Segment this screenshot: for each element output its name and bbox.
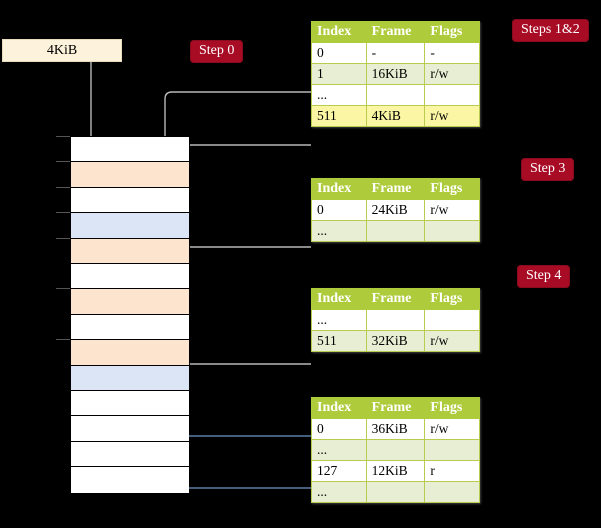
memory-frame-row	[71, 213, 189, 239]
cell-index: 127	[311, 460, 367, 482]
cell-frame: 4KiB	[365, 105, 426, 127]
cell-index: 511	[311, 105, 367, 127]
memory-frame-tick	[56, 136, 70, 137]
cell-frame	[365, 309, 426, 331]
cell-flags: r	[424, 460, 480, 482]
cell-index: 511	[311, 330, 367, 352]
memory-frame-tick	[56, 212, 70, 214]
cell-frame	[365, 220, 426, 242]
memory-frame-row	[71, 441, 189, 468]
cell-index: 0	[311, 199, 367, 221]
table-row: 0--	[311, 42, 480, 64]
cell-flags: r/w	[424, 330, 480, 352]
memory-frame-row	[71, 391, 189, 417]
cell-index: ...	[311, 309, 367, 331]
cell-frame	[365, 481, 426, 503]
cell-flags	[424, 309, 480, 331]
memory-frame-row	[71, 467, 189, 493]
column-header-flags: Flags	[424, 21, 480, 43]
cell-flags: -	[424, 42, 480, 64]
badge-steps-1-2: Steps 1&2	[512, 19, 589, 42]
cell-frame: 16KiB	[365, 63, 426, 85]
connector-mem-to-l3-table	[179, 246, 311, 304]
cell-frame: -	[365, 42, 426, 64]
column-header-flags: Flags	[424, 178, 480, 200]
badge-step-4: Step 4	[517, 265, 571, 288]
column-header-index: Index	[311, 288, 367, 310]
table-row: ...	[311, 309, 480, 331]
cell-frame: 36KiB	[365, 418, 426, 440]
cell-frame: 24KiB	[365, 199, 426, 221]
cell-index: ...	[311, 439, 367, 461]
memory-frame-row	[71, 187, 189, 214]
memory-frame-tick	[56, 237, 70, 239]
column-header-index: Index	[311, 178, 367, 200]
cell-flags	[424, 220, 480, 242]
column-header-flags: Flags	[424, 288, 480, 310]
cell-index: ...	[311, 220, 367, 242]
cell-flags	[424, 481, 480, 503]
cell-frame	[365, 84, 426, 106]
cell-index: 0	[311, 418, 367, 440]
cell-index: ...	[311, 481, 367, 503]
table-row: ...	[311, 84, 480, 106]
memory-frame-row	[71, 238, 189, 264]
column-header-frame: Frame	[365, 397, 426, 419]
badge-step-3: Step 3	[521, 158, 575, 181]
cell-flags: r/w	[424, 418, 480, 440]
cell-index: 1	[311, 63, 367, 85]
memory-frame-row	[71, 365, 189, 391]
memory-frame-row	[71, 416, 189, 442]
cell-flags: r/w	[424, 63, 480, 85]
memory-frame-tick	[56, 161, 70, 163]
cell-frame: 12KiB	[365, 460, 426, 482]
memory-frame-row	[71, 264, 189, 290]
memory-frame-row	[71, 314, 189, 341]
column-header-index: Index	[311, 21, 367, 43]
cell-index: ...	[311, 84, 367, 106]
memory-frame-row	[71, 289, 189, 315]
column-header-frame: Frame	[365, 288, 426, 310]
memory-frame-row	[71, 162, 189, 188]
cell-flags: r/w	[424, 199, 480, 221]
table-row: ...	[311, 481, 480, 503]
virtual-page-box: 4KiB	[2, 39, 122, 62]
physical-memory-column	[70, 136, 190, 493]
table-row: ...	[311, 439, 480, 461]
cell-flags	[424, 439, 480, 461]
memory-frame-row	[71, 137, 189, 163]
cell-frame: 32KiB	[365, 330, 426, 352]
memory-frame-tick	[56, 339, 70, 341]
cell-flags: r/w	[424, 105, 480, 127]
memory-frame-row	[71, 340, 189, 366]
memory-frame-tick	[56, 288, 70, 290]
cell-flags	[424, 84, 480, 106]
column-header-frame: Frame	[365, 178, 426, 200]
column-header-index: Index	[311, 397, 367, 419]
connector-l3-to-mem	[181, 316, 311, 365]
cell-frame	[365, 439, 426, 461]
virtual-page-label: 4KiB	[46, 42, 78, 58]
memory-frame-tick	[56, 186, 70, 188]
cell-index: 0	[311, 42, 367, 64]
column-header-frame: Frame	[365, 21, 426, 43]
column-header-flags: Flags	[424, 397, 480, 419]
badge-step-0: Step 0	[190, 40, 244, 63]
connector-mem-to-l2-table	[171, 144, 311, 247]
table-row: ...	[311, 220, 480, 242]
